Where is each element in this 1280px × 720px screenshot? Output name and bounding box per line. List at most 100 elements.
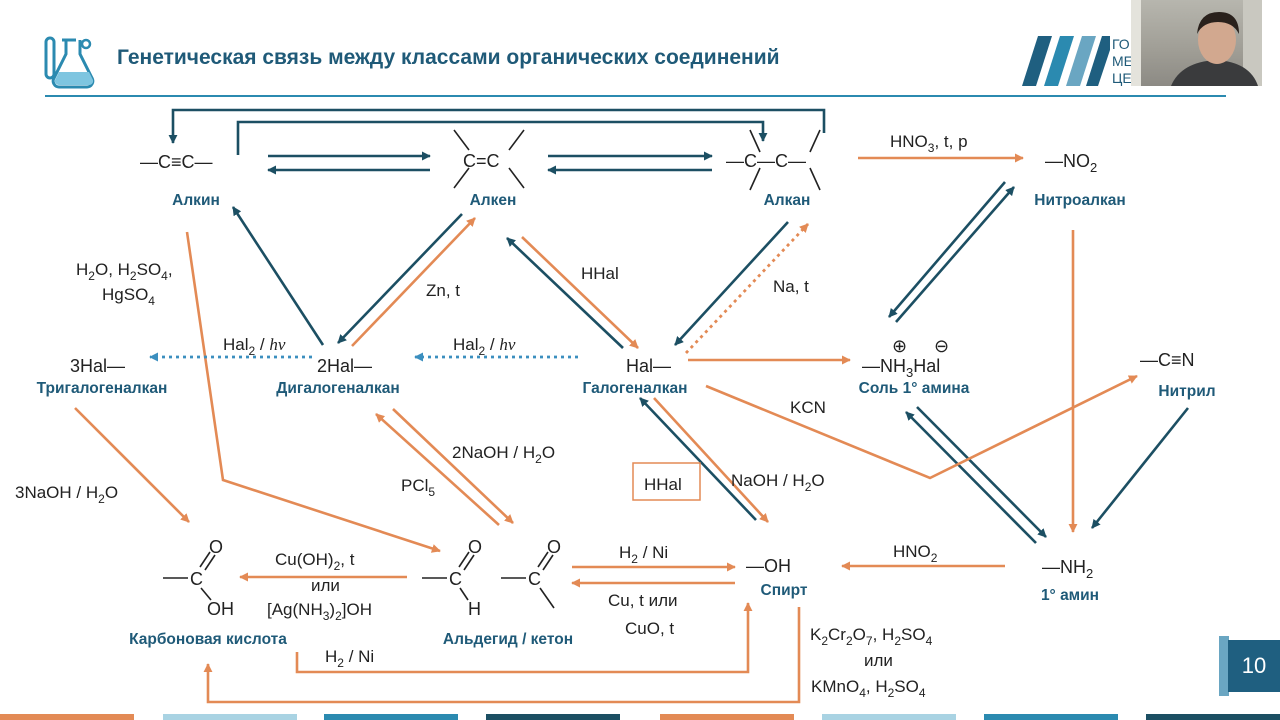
cond-pcl5: PCl5 bbox=[401, 476, 435, 499]
arrow-alkane-to-alkyne-loop bbox=[168, 108, 826, 144]
arrow-aldehyde-to-dihalo bbox=[375, 413, 500, 526]
nitrile-label: Нитрил bbox=[1158, 383, 1215, 400]
cond-ili-2: или bbox=[864, 651, 893, 670]
amine-salt-label: Соль 1° амина bbox=[859, 380, 970, 397]
alkene-formula-text: C=C bbox=[463, 151, 500, 171]
arrow-trihalo-to-acid bbox=[74, 407, 190, 523]
cond-hhal-box: HHal bbox=[644, 475, 682, 494]
alcohol-formula: —OH bbox=[746, 556, 791, 576]
chemistry-flask-icon bbox=[44, 36, 95, 89]
arrow-alkane-to-haloalkane bbox=[674, 221, 789, 346]
cond-hno2: HNO2 bbox=[893, 542, 938, 565]
ketone-o: O bbox=[547, 537, 561, 557]
arrow-haloalkane-to-alcohol bbox=[653, 397, 769, 523]
arrow-nitroalkane-to-salt bbox=[888, 181, 1006, 318]
acid-formula bbox=[163, 551, 216, 601]
cond-h2-ni-mid: H2 / Ni bbox=[619, 543, 668, 566]
cond-hgso4: HgSO4 bbox=[102, 285, 155, 308]
cond-ili-1: или bbox=[311, 576, 340, 595]
cond-h2-ni-bottom: H2 / Ni bbox=[325, 647, 374, 670]
arrow-haloalkane-to-nitrile bbox=[705, 374, 1138, 480]
page-number-edge bbox=[1219, 636, 1229, 696]
dihalo-label: Дигалогеналкан bbox=[276, 380, 399, 397]
cond-na-t: Na, t bbox=[773, 277, 809, 296]
cond-cuo-t: CuO, t bbox=[625, 619, 674, 638]
aldehyde-formula bbox=[422, 551, 475, 601]
cond-kcn: KCN bbox=[790, 398, 826, 417]
aldehyde-c: C bbox=[449, 569, 462, 589]
cond-cuoh2: Cu(OH)2, t bbox=[275, 550, 355, 573]
amine-salt-plus: ⊕ bbox=[892, 336, 907, 356]
arrow-alkene-to-haloalkane bbox=[521, 236, 639, 349]
amine-salt-minus: ⊖ bbox=[934, 336, 949, 356]
amine-formula: —NH2 bbox=[1042, 557, 1093, 581]
arrow-alkyne-to-aldehyde bbox=[185, 231, 441, 553]
webcam-person-icon bbox=[1131, 0, 1262, 86]
cond-hal2-hv-left: Hal2 / hν bbox=[223, 335, 286, 358]
cond-naoh: NaOH / H2O bbox=[731, 471, 825, 494]
cond-h2o-h2so4: H2O, H2SO4, bbox=[76, 260, 173, 283]
cond-kmno4: KMnO4, H2SO4 bbox=[811, 677, 926, 700]
alkene-formula bbox=[453, 129, 525, 189]
acid-label: Карбоновая кислота bbox=[129, 631, 287, 648]
arrow-alcohol-to-acid bbox=[203, 607, 801, 704]
alcohol-label: Спирт bbox=[761, 582, 808, 599]
arrow-alcohol-to-haloalkane bbox=[639, 397, 757, 521]
amine-salt-formula: —NH3Hal bbox=[862, 356, 940, 380]
cond-hno3: HNO3, t, p bbox=[890, 132, 968, 155]
arrow-dihalo-to-aldehyde bbox=[392, 408, 514, 524]
aldehyde-o: O bbox=[468, 537, 482, 557]
arrow-nitrile-to-amine bbox=[1090, 407, 1190, 529]
trihalo-formula: 3Hal— bbox=[70, 356, 125, 376]
ketone-c: C bbox=[528, 569, 541, 589]
arrow-acid-to-alcohol bbox=[295, 602, 753, 674]
aldehyde-ketone-label: Альдегид / кетон bbox=[443, 631, 573, 648]
alkane-formula-text: —C—C— bbox=[726, 151, 806, 171]
arrow-salt-to-nitroalkane bbox=[895, 186, 1015, 323]
cond-hal2-hv-right: Hal2 / hν bbox=[453, 335, 516, 358]
hhal-box bbox=[632, 462, 701, 501]
alkyne-formula-text: —C≡C— bbox=[140, 152, 213, 172]
acid-o: O bbox=[209, 537, 223, 557]
logo-text-line: ГО bbox=[1112, 36, 1130, 52]
arrow-dihalo-to-alkyne bbox=[231, 206, 325, 346]
aldehyde-h: H bbox=[468, 599, 481, 619]
alkane-label: Алкан bbox=[764, 192, 811, 209]
amine-label: 1° амин bbox=[1041, 587, 1099, 604]
cond-cu-t: Cu, t или bbox=[608, 591, 678, 610]
cond-ag: [Ag(NH3)2]OH bbox=[267, 600, 372, 623]
alkene-label: Алкен bbox=[470, 192, 517, 209]
trihalo-label: Тригалогеналкан bbox=[37, 380, 168, 397]
cond-zn-t: Zn, t bbox=[426, 281, 460, 300]
logo-text-line: МЕ bbox=[1112, 53, 1133, 69]
cond-hhal-top: HHal bbox=[581, 264, 619, 283]
webcam-overlay bbox=[1131, 0, 1262, 86]
brand-logo-icon bbox=[1022, 36, 1110, 86]
arrow-amine-to-salt bbox=[905, 411, 1037, 544]
acid-oh: OH bbox=[207, 599, 234, 619]
arrow-alkene-to-alkyne-loop bbox=[236, 120, 768, 155]
haloalkane-formula: Hal— bbox=[626, 356, 671, 376]
nitrile-formula: —C≡N bbox=[1140, 350, 1195, 370]
arrow-salt-to-amine bbox=[916, 406, 1047, 538]
cond-naoh2: 2NaOH / H2O bbox=[452, 443, 555, 466]
alkyne-label: Алкин bbox=[172, 192, 220, 209]
cond-k2cr2o7: K2Cr2O7, H2SO4 bbox=[810, 625, 933, 648]
logo-text-line: ЦЕ bbox=[1112, 70, 1132, 86]
alkane-formula bbox=[749, 129, 821, 191]
footer-bars bbox=[0, 714, 1280, 720]
acid-c: C bbox=[190, 569, 203, 589]
arrow-alkene-to-dihalo bbox=[337, 213, 463, 344]
arrow-haloalkane-to-alkane-dotted bbox=[684, 223, 810, 354]
haloalkane-label: Галогеналкан bbox=[583, 380, 688, 397]
nitroalkane-formula: —NO2 bbox=[1045, 151, 1097, 175]
dihalo-formula: 2Hal— bbox=[317, 356, 372, 376]
ketone-formula bbox=[501, 551, 555, 609]
nitroalkane-label: Нитроалкан bbox=[1034, 192, 1125, 209]
page-number: 10 bbox=[1228, 640, 1280, 692]
page-title: Генетическая связь между классами органи… bbox=[117, 46, 780, 69]
arrow-dihalo-to-alkene bbox=[351, 217, 476, 347]
arrow-haloalkane-to-alkene bbox=[506, 237, 624, 349]
